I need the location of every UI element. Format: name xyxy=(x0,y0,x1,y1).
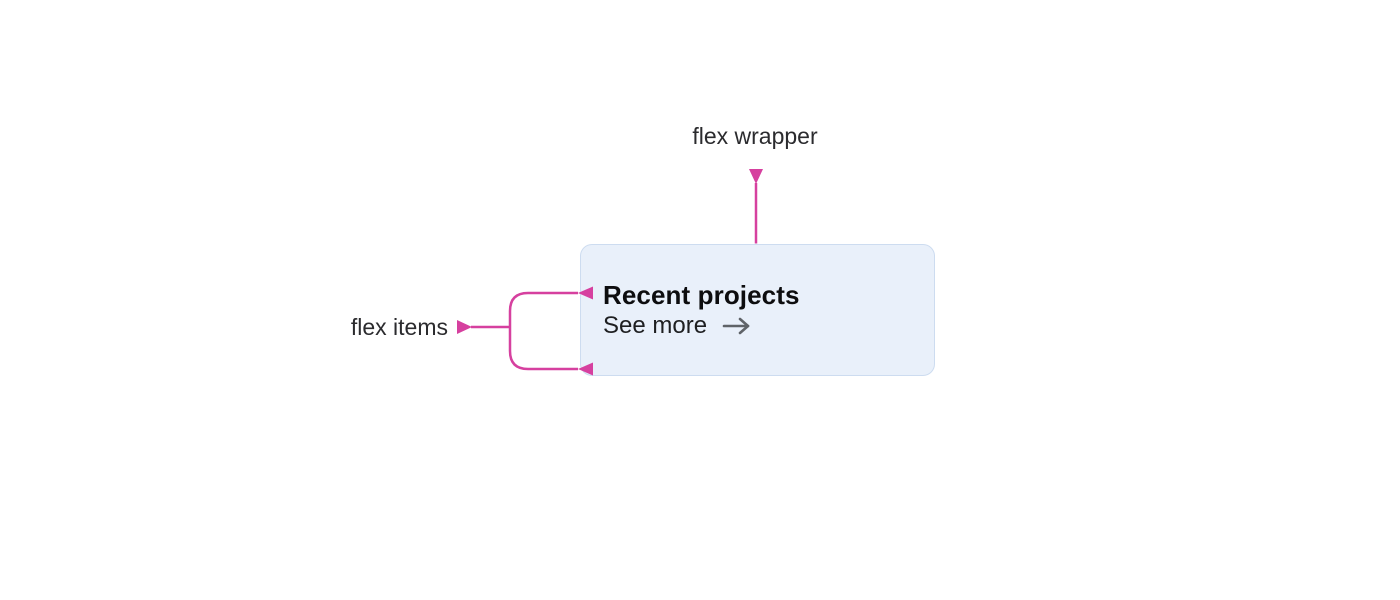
right-arrow-icon xyxy=(722,317,750,335)
card-title: Recent projects xyxy=(603,280,800,310)
see-more-link[interactable]: See more xyxy=(603,311,753,341)
flex-items-label: flex items xyxy=(350,314,448,340)
items-label-arrowhead xyxy=(457,320,472,334)
flex-wrapper-label: flex wrapper xyxy=(692,123,818,149)
items-bracket-line xyxy=(508,291,578,371)
see-more-label: See more xyxy=(603,312,708,339)
wrapper-arrowhead xyxy=(749,169,763,184)
flex-wrapper-card: Recent projects See more xyxy=(580,244,935,376)
